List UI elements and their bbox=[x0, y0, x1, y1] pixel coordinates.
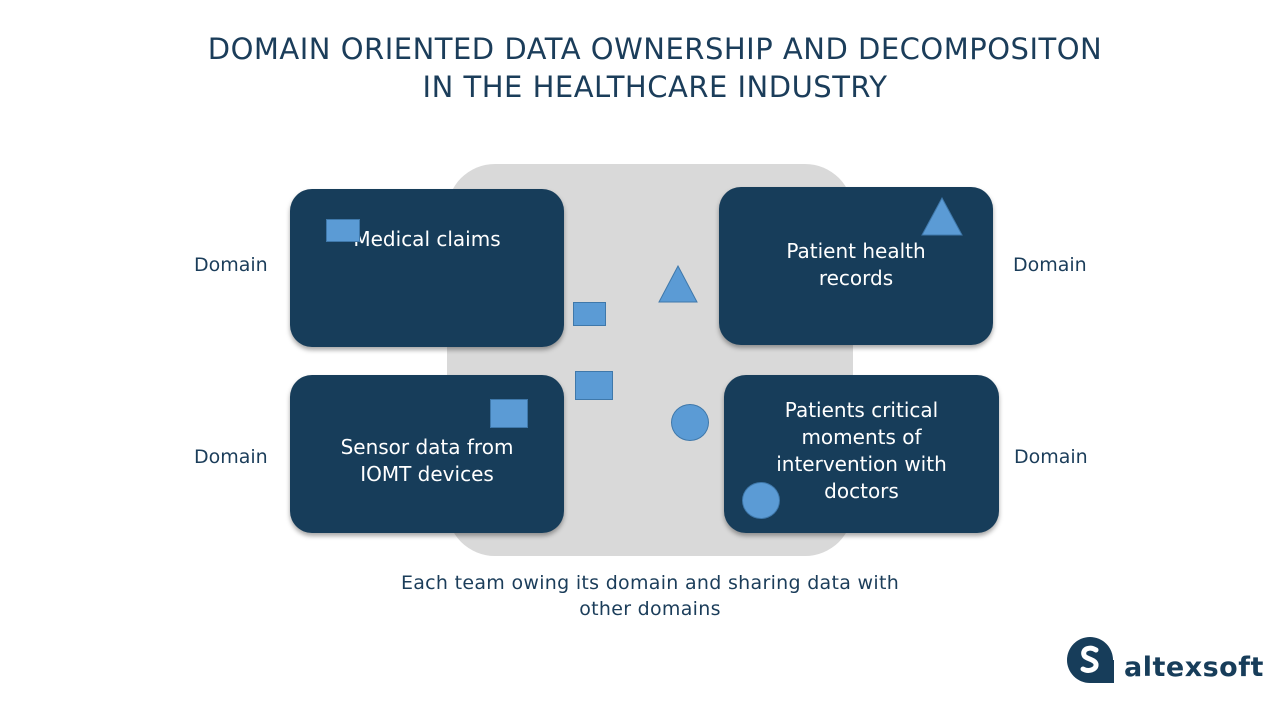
circle-shape-icon bbox=[742, 482, 780, 519]
domain-box-label: Patient health records bbox=[786, 238, 925, 292]
rectangle-shape-icon bbox=[490, 399, 528, 428]
domain-box-line: Patient health bbox=[786, 239, 926, 263]
domain-box-line: intervention with bbox=[776, 452, 947, 476]
domain-box-label: Medical claims bbox=[353, 226, 500, 253]
domain-box-line: records bbox=[818, 266, 894, 290]
domain-side-label: Domain bbox=[194, 446, 268, 468]
domain-side-label: Domain bbox=[1014, 446, 1088, 468]
domain-side-label: Domain bbox=[1013, 254, 1087, 276]
title-line-1: DOMAIN ORIENTED DATA OWNERSHIP AND DECOM… bbox=[207, 32, 1103, 66]
rectangle-shape-icon bbox=[573, 302, 606, 326]
domain-box-medical-claims: Medical claims bbox=[290, 189, 564, 347]
circle-shape-icon bbox=[671, 404, 709, 441]
caption-line-1: Each team owing its domain and sharing d… bbox=[400, 572, 900, 594]
domain-box-line: Sensor data from bbox=[340, 435, 514, 459]
domain-box-label: Sensor data from IOMT devices bbox=[341, 434, 514, 488]
rectangle-shape-icon bbox=[575, 371, 613, 400]
domain-box-line: doctors bbox=[824, 479, 899, 503]
domain-box-line: IOMT devices bbox=[360, 462, 494, 486]
domain-box-sensor-data: Sensor data from IOMT devices bbox=[290, 375, 564, 533]
brand-name: altexsoft bbox=[1124, 652, 1264, 683]
triangle-shape-icon bbox=[921, 197, 963, 236]
domain-box-line: Patients critical bbox=[784, 398, 939, 422]
domain-box-line: Medical claims bbox=[353, 226, 501, 251]
domain-side-label: Domain bbox=[194, 254, 268, 276]
title-line-2: IN THE HEALTHCARE INDUSTRY bbox=[422, 70, 888, 104]
diagram-caption: Each team owing its domain and sharing d… bbox=[380, 570, 920, 622]
triangle-shape-icon bbox=[658, 265, 698, 303]
rectangle-shape-icon bbox=[326, 219, 360, 242]
caption-line-2: other domains bbox=[579, 598, 721, 620]
domain-box-line: moments of bbox=[801, 425, 922, 449]
domain-box-label: Patients critical moments of interventio… bbox=[776, 397, 947, 505]
diagram-title: DOMAIN ORIENTED DATA OWNERSHIP AND DECOM… bbox=[0, 30, 1280, 106]
altexsoft-logo-icon bbox=[1067, 637, 1114, 683]
